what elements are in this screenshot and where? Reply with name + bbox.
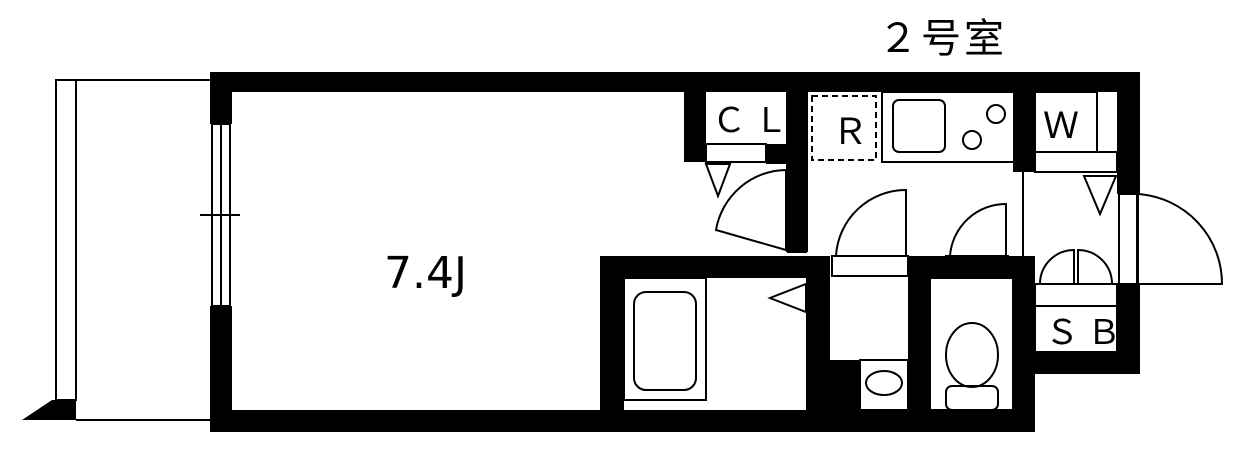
washer-area: Ｗ — [1022, 91, 1118, 256]
bathtub — [623, 277, 807, 401]
kitchen: Ｒ — [811, 91, 1035, 172]
burner-icon — [962, 130, 982, 150]
refrigerator-label: Ｒ — [832, 112, 868, 153]
washer-label: Ｗ — [1043, 106, 1079, 147]
entrance-door — [1118, 192, 1224, 285]
window — [200, 123, 240, 307]
refrigerator-space — [811, 95, 877, 161]
main-room-label: 7.4J — [384, 248, 467, 299]
bath-walls — [600, 256, 1035, 432]
closet: ＣＬ — [684, 92, 808, 253]
shoe-box-label: ＳＢ — [1045, 313, 1129, 353]
shoe-box: ＳＢ — [1034, 248, 1129, 353]
bathroom-doors — [807, 188, 1009, 355]
burner-icon — [986, 104, 1006, 124]
exterior-walls — [210, 72, 1140, 432]
unit-title: ２号室 — [878, 16, 1007, 62]
closet-label: ＣＬ — [712, 101, 796, 141]
balcony — [22, 79, 212, 421]
sink — [892, 99, 946, 153]
washbasin — [830, 359, 909, 432]
toilet — [929, 277, 1014, 411]
